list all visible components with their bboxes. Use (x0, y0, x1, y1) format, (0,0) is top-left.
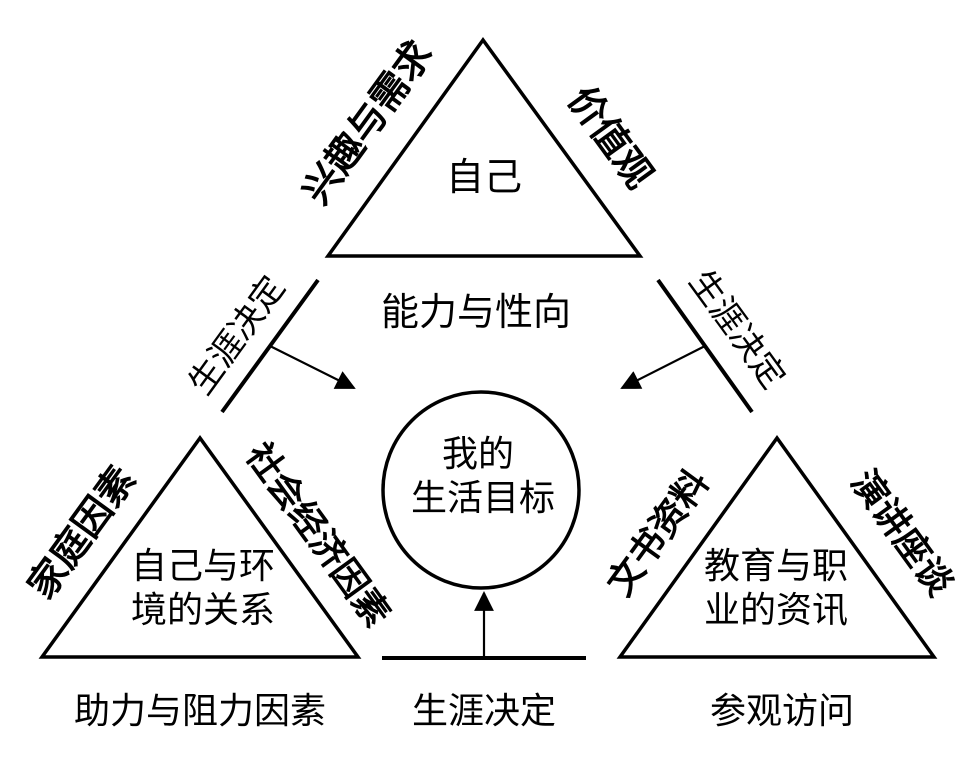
left-connector-arrow (269, 345, 356, 389)
right-connector-arrow (620, 345, 706, 389)
goal-circle-group: 我的 生活目标 (381, 390, 581, 590)
right-connector-label: 生涯决定 (681, 263, 793, 397)
bottom-connector-group: 生涯决定 (382, 591, 586, 732)
right-triangle-right-side-label: 演讲座谈 (842, 463, 960, 604)
top-triangle-left-side-label: 兴趣与需求 (294, 33, 441, 213)
left-triangle-center-line1: 自己与环 (131, 546, 275, 587)
top-triangle (324, 37, 644, 258)
top-triangle-right-side-label: 价值观 (559, 78, 662, 196)
left-triangle-below-label: 助力与阻力因素 (74, 691, 326, 732)
goal-circle (381, 390, 581, 590)
left-triangle (38, 435, 362, 659)
top-triangle-below-label: 能力与性向 (381, 290, 571, 334)
right-triangle-left-side-label: 文书资料 (600, 463, 718, 604)
top-triangle-group: 自己 兴趣与需求 价值观 能力与性向 (294, 33, 662, 334)
right-triangle (616, 434, 938, 659)
right-triangle-center-line2: 业的资讯 (704, 590, 848, 631)
right-connector-group: 生涯决定 (620, 263, 793, 414)
right-triangle-group: 教育与职 业的资讯 文书资料 演讲座谈 参观访问 (600, 434, 961, 732)
left-connector-group: 生涯决定 (181, 269, 356, 414)
left-triangle-center-line2: 境的关系 (131, 590, 275, 631)
goal-circle-line2: 生活目标 (411, 478, 555, 519)
bottom-connector-label: 生涯决定 (412, 691, 556, 732)
left-triangle-group: 自己与环 境的关系 家庭因素 社会经济因素 助力与阻力因素 (19, 435, 397, 732)
top-triangle-center-label: 自己 (446, 155, 522, 199)
right-triangle-below-label: 参观访问 (710, 691, 854, 732)
right-triangle-center-line1: 教育与职 (704, 546, 848, 587)
left-triangle-left-side-label: 家庭因素 (19, 458, 144, 607)
goal-circle-line1: 我的 (442, 434, 514, 475)
